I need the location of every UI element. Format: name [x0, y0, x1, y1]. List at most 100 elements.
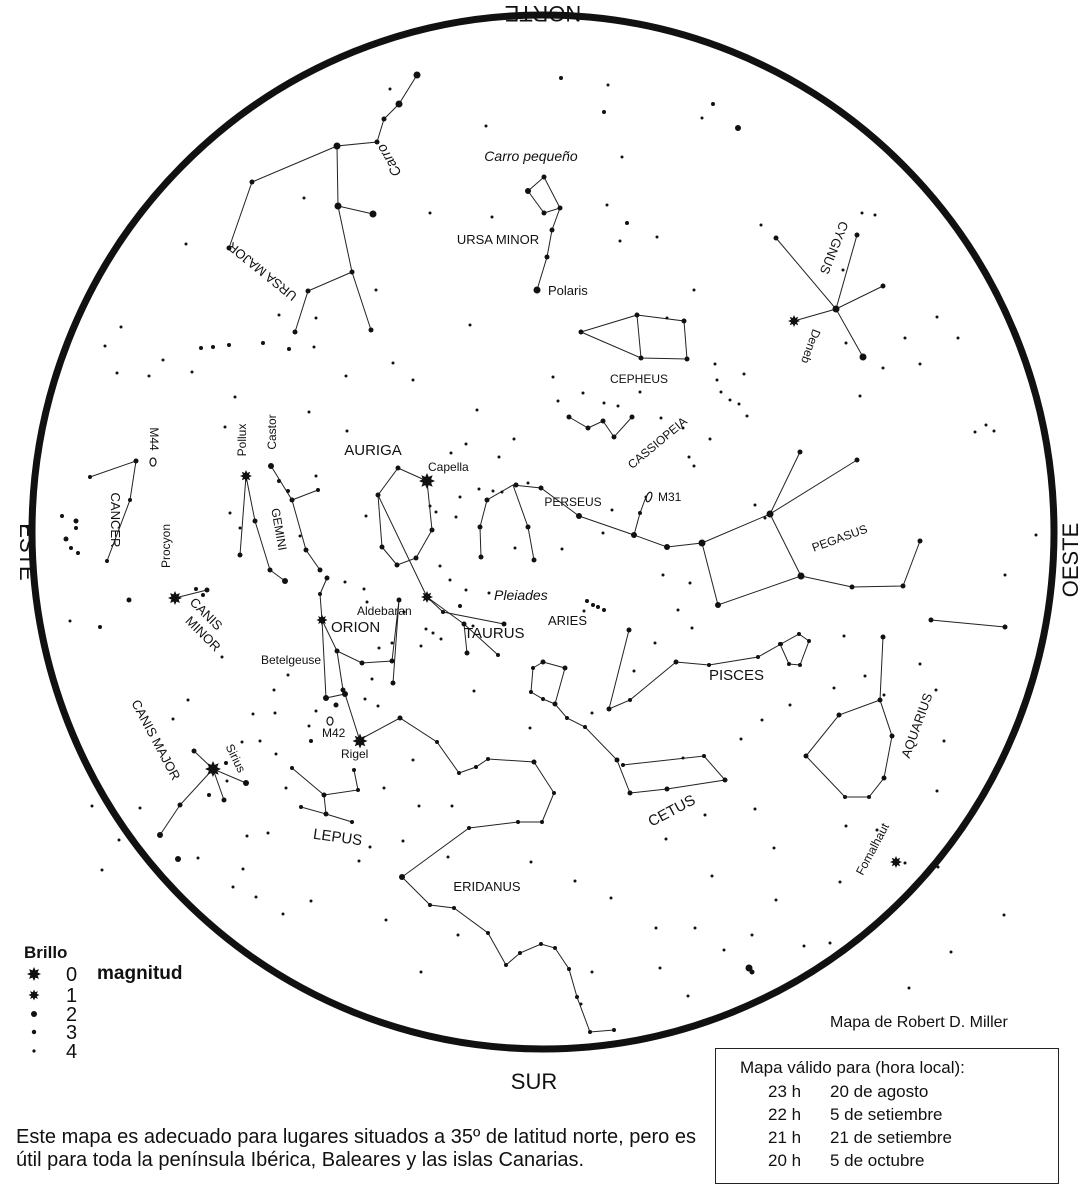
star-dot: [356, 788, 360, 792]
star-dot: [266, 831, 270, 835]
star-dot: [614, 757, 620, 763]
star-dot: [973, 430, 977, 434]
star-dot: [760, 718, 764, 722]
star-dot: [370, 677, 374, 681]
star-dot: [419, 644, 423, 648]
star-dot: [334, 202, 342, 210]
star-dot: [287, 347, 291, 351]
star-dot: [664, 786, 670, 792]
star-dot: [272, 688, 276, 692]
label-aries: ARIES: [548, 613, 587, 628]
legend-symbol: [27, 967, 41, 981]
label-m42: M42: [322, 726, 346, 740]
star-dot: [90, 804, 94, 808]
star-dot: [126, 597, 132, 603]
fomalhaut-star-shape: [890, 856, 902, 868]
star-dot: [258, 739, 262, 743]
star-dot: [560, 547, 564, 551]
star-dot: [472, 689, 476, 693]
legend-title: Brillo: [24, 943, 67, 962]
star-dot: [277, 313, 281, 317]
star-dot: [289, 497, 295, 503]
label-castor: Castor: [265, 414, 279, 449]
star-dot: [449, 451, 453, 455]
m31-marker: [645, 491, 653, 503]
betelgeuse-star-shape: [316, 614, 328, 626]
star-dot: [342, 691, 348, 697]
label-pleiades: Pleiades: [494, 587, 548, 603]
star-dot: [399, 874, 405, 880]
star-dot: [228, 511, 232, 515]
star-dot: [175, 856, 181, 862]
star-dot: [903, 861, 907, 865]
star-dot: [157, 832, 163, 838]
star-dot: [201, 593, 205, 597]
star-dot: [836, 712, 842, 718]
star-dot: [375, 492, 381, 498]
star-dot: [917, 538, 923, 544]
star-dot: [556, 399, 560, 403]
star-dot: [609, 896, 613, 900]
legend-magnitude: 1: [66, 985, 77, 1007]
star-dot: [565, 716, 569, 720]
star-dot: [713, 362, 717, 366]
star-dot: [484, 124, 488, 128]
star-dot: [388, 87, 392, 91]
star-dot: [745, 964, 753, 972]
aldebaran-star-shape: [421, 591, 433, 603]
star-dot: [881, 366, 885, 370]
star-dot: [873, 213, 877, 217]
star-dot: [343, 580, 347, 584]
star-dot: [376, 704, 380, 708]
star-dot: [778, 642, 782, 646]
star-dot: [538, 485, 544, 491]
star-dot: [73, 518, 79, 524]
star-dot: [832, 305, 840, 313]
star-dot: [390, 641, 394, 645]
star-dot: [340, 687, 346, 693]
star-dot: [207, 793, 211, 797]
star-dot: [350, 820, 354, 824]
star-dot: [843, 795, 847, 799]
capella-star-shape: [419, 473, 435, 489]
star-dot: [628, 698, 632, 702]
east-label: ESTE: [15, 523, 40, 580]
star-dot: [803, 753, 809, 759]
star-dot: [374, 288, 378, 292]
star-dot: [220, 655, 224, 659]
star-dot: [223, 425, 227, 429]
star-dot: [889, 733, 895, 739]
star-dot: [567, 967, 571, 971]
star-dot: [606, 706, 612, 712]
star-dot: [907, 986, 911, 990]
star-dot: [745, 414, 749, 418]
star-dot: [314, 474, 318, 478]
validity-hour: 23 h: [768, 1082, 802, 1101]
star-dot: [582, 609, 586, 613]
star-dot: [1034, 533, 1038, 537]
star-dot: [612, 1028, 616, 1032]
star-dot: [368, 327, 374, 333]
legend-symbol: [31, 1029, 37, 1035]
star-dot: [434, 510, 438, 514]
star-dot: [500, 490, 504, 494]
star-dot: [928, 617, 934, 623]
star-dot: [854, 457, 860, 463]
star-dot: [566, 414, 572, 420]
star-dot: [74, 526, 78, 530]
star-dot: [562, 665, 568, 671]
star-dot: [867, 795, 871, 799]
star-dot: [464, 588, 468, 592]
star-dot: [661, 573, 665, 577]
legend-magnitude: 0: [66, 964, 77, 986]
star-dot: [396, 597, 402, 603]
star-dot: [474, 765, 478, 769]
star-dot: [241, 867, 245, 871]
m44-marker: [149, 457, 157, 467]
star-dot: [513, 482, 519, 488]
star-dot: [722, 777, 728, 783]
label-sirius: Sirius: [223, 742, 249, 775]
star-dot: [225, 779, 229, 783]
star-dot: [832, 686, 836, 690]
